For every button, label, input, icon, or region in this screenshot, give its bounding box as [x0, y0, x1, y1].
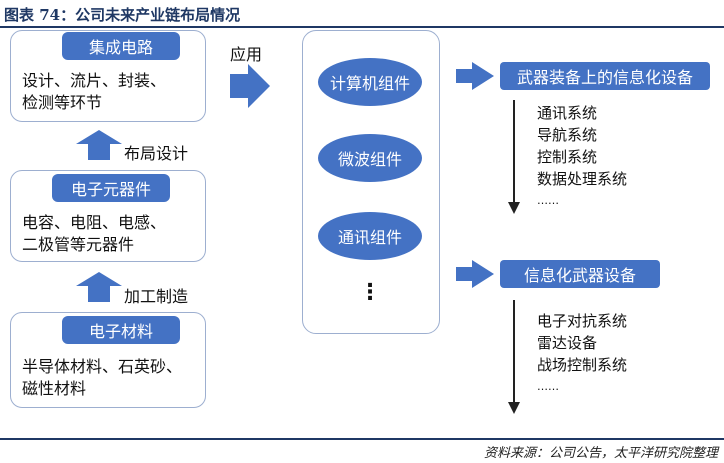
up-arrow-layout: [76, 130, 122, 160]
desc-line: 电容、电阻、电感、: [22, 213, 167, 232]
right-arrow-apply: [230, 64, 270, 108]
up-arrow-manufacture: [76, 272, 122, 302]
list-item: 通讯系统: [537, 104, 598, 122]
desc-line: 半导体材料、石英砂、: [22, 357, 183, 376]
pill-electronic-materials: 电子材料: [62, 316, 180, 344]
desc-line: 磁性材料: [22, 379, 87, 398]
desc-electronic-components: 电容、电阻、电感、 二极管等元器件: [22, 212, 166, 256]
right-arrow-output-1: [456, 62, 494, 90]
list-output-1: 通讯系统 导航系统 控制系统 数据处理系统 ……: [537, 102, 627, 212]
pill-output-info-weapon-equipment: 信息化武器设备: [500, 260, 660, 288]
down-arrow-output-2: [508, 300, 520, 414]
list-item: 控制系统: [537, 148, 598, 166]
list-item: 导航系统: [537, 126, 598, 144]
list-output-2: 电子对抗系统 雷达设备 战场控制系统 ……: [537, 310, 627, 398]
more-dots: ⋮: [359, 280, 381, 305]
list-item: 雷达设备: [537, 334, 598, 352]
pill-integrated-circuit: 集成电路: [62, 32, 180, 60]
oval-microwave-component: 微波组件: [318, 134, 422, 182]
desc-line: 设计、流片、封装、: [22, 71, 167, 90]
desc-electronic-materials: 半导体材料、石英砂、 磁性材料: [22, 356, 182, 400]
figure-title: 图表 74：公司未来产业链布局情况: [4, 6, 241, 24]
bottom-rule: [0, 438, 724, 440]
list-item: 战场控制系统: [537, 356, 628, 374]
top-rule: [0, 26, 724, 28]
source-note: 资料来源：公司公告，太平洋研究院整理: [483, 446, 718, 461]
pill-electronic-components: 电子元器件: [52, 174, 170, 202]
list-item: ……: [537, 380, 559, 393]
desc-integrated-circuit: 设计、流片、封装、 检测等环节: [22, 70, 166, 114]
label-manufacture: 加工制造: [124, 287, 189, 306]
oval-communication-component: 通讯组件: [318, 212, 422, 260]
pill-output-weapon-info-equipment: 武器装备上的信息化设备: [500, 62, 710, 90]
desc-line: 检测等环节: [22, 93, 103, 112]
down-arrow-output-1: [508, 100, 520, 214]
right-arrow-output-2: [456, 260, 494, 288]
list-item: 数据处理系统: [537, 170, 628, 188]
desc-line: 二极管等元器件: [22, 235, 135, 254]
label-apply: 应用: [230, 45, 263, 64]
oval-computer-component: 计算机组件: [318, 58, 422, 106]
label-layout-design: 布局设计: [124, 144, 189, 163]
list-item: ……: [537, 194, 559, 207]
list-item: 电子对抗系统: [537, 312, 628, 330]
